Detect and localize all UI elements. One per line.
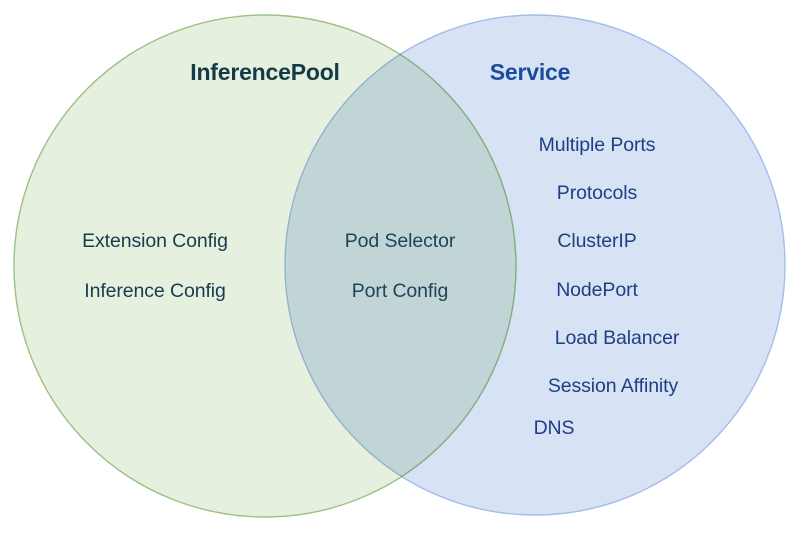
item-inference-config: Inference Config [84,279,226,302]
item-port-config: Port Config [351,279,449,302]
title-service: Service [489,58,571,85]
item-load-balancer: Load Balancer [554,326,680,349]
item-extension-config: Extension Config [82,229,228,252]
circle-service [284,14,786,516]
item-pod-selector: Pod Selector [344,229,456,252]
title-inferencepool: InferencePool [190,58,340,85]
item-nodeport: NodePort [556,278,638,301]
item-dns: DNS [533,416,575,439]
item-multiple-ports: Multiple Ports [538,133,656,156]
item-protocols: Protocols [556,181,638,204]
item-clusterip: ClusterIP [557,229,637,252]
item-session-affinity: Session Affinity [547,374,679,397]
